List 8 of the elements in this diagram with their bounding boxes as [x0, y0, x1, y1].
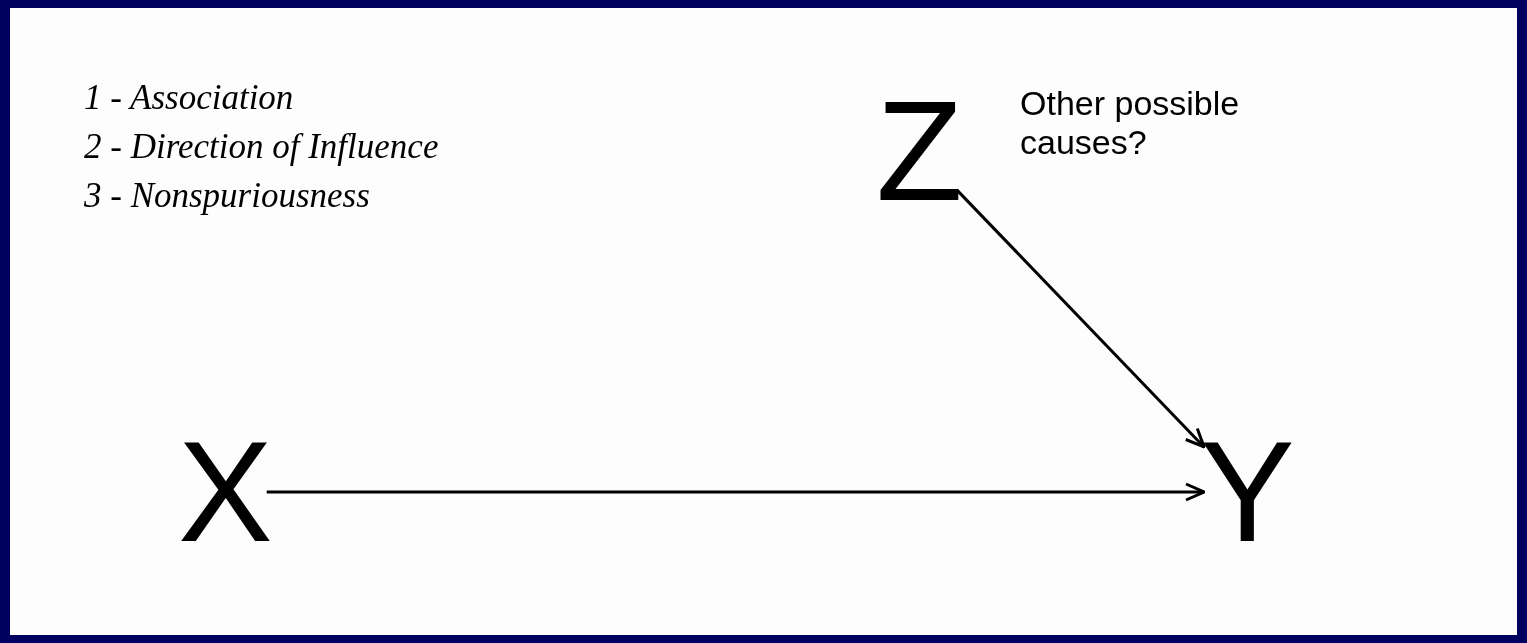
variable-letter: Z — [876, 80, 963, 222]
criterion-text: 2 - Direction of Influence — [84, 127, 439, 167]
note-text: Other possible causes? — [1020, 84, 1241, 163]
arrow — [266, 482, 1206, 502]
criterion-text: 1 - Association — [84, 78, 294, 118]
variable-letter: X — [178, 421, 273, 563]
variable-letter: Y — [1200, 421, 1295, 563]
criterion-text: 3 - Nonspuriousness — [84, 176, 370, 216]
